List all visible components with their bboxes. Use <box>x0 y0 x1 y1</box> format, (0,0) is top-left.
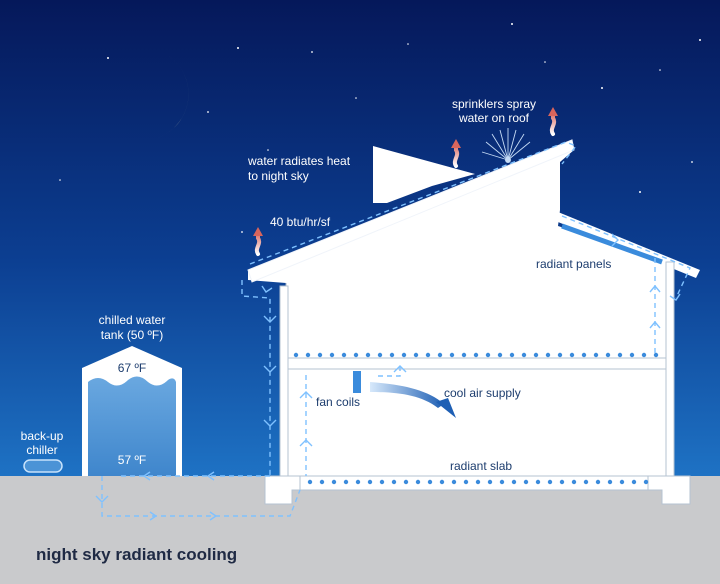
water-flow-paths <box>101 141 691 517</box>
tank-water <box>88 376 176 476</box>
radiant-panels <box>561 223 663 265</box>
sprinkler-icon <box>481 128 531 163</box>
sprinklers-label-line1: sprinklers spray <box>452 97 536 111</box>
diagram-title: night sky radiant cooling <box>36 545 237 564</box>
flow-chevrons <box>95 233 681 521</box>
radiant-slab-label: radiant slab <box>450 459 512 473</box>
cool-air-label: cool air supply <box>444 386 521 400</box>
tank-label-line2: tank (50 ºF) <box>101 328 163 342</box>
chiller-label-line2: chiller <box>26 443 57 457</box>
tank-label-line1: chilled water <box>99 313 166 327</box>
temp-bottom-label: 57 ºF <box>118 453 146 467</box>
sprinklers-label-line2: water on roof <box>458 111 530 125</box>
chiller-label-line1: back-up <box>21 429 64 443</box>
house-section <box>247 139 700 505</box>
radiant-panels-label: radiant panels <box>536 257 611 271</box>
fan-coils-label: fan coils <box>316 395 360 409</box>
airflow-arrow-icon <box>370 382 456 418</box>
ground <box>0 476 720 584</box>
temp-top-label: 67 ºF <box>118 361 146 375</box>
radiates-label-line2: to night sky <box>248 169 309 183</box>
stars <box>59 23 701 233</box>
rate-label: 40 btu/hr/sf <box>270 215 331 229</box>
chilled-water-tank <box>82 346 182 476</box>
fan-coil-unit <box>353 371 361 393</box>
radiates-label-line1: water radiates heat <box>247 154 351 168</box>
radiant-slab-pipes <box>293 352 659 485</box>
back-up-chiller <box>23 459 63 473</box>
